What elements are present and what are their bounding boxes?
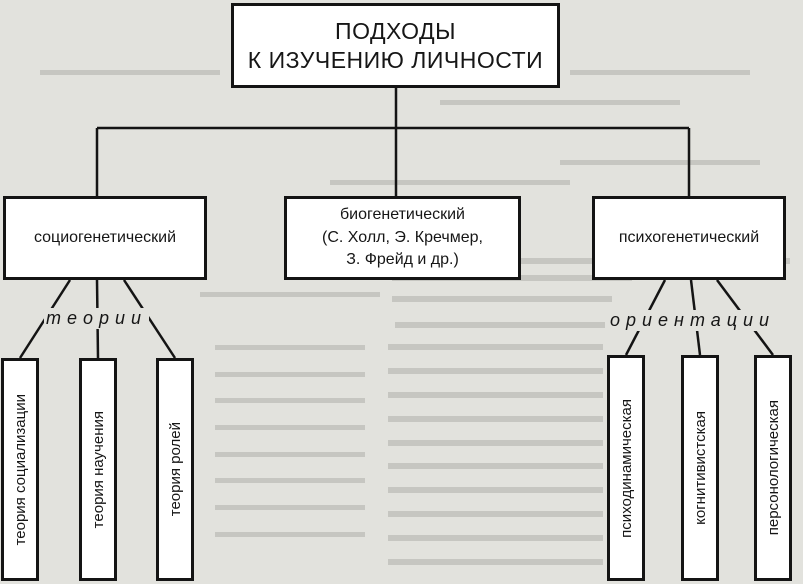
node-biogenetic: биогенетический (С. Холл, Э. Кречмер, З.… (284, 196, 521, 280)
node-psychogenetic-label: психогенетический (618, 229, 760, 246)
leaf-personological: персонологическая (754, 355, 792, 581)
leaf-psychodynamic: психодинамическая (607, 355, 645, 581)
node-biogenetic-line-1: биогенетический (340, 206, 465, 224)
root-title-line-2: К ИЗУЧЕНИЮ ЛИЧНОСТИ (247, 46, 544, 73)
leaf-theory-socialization: теория социализации (1, 358, 39, 581)
leaf-personological-label: персонологическая (764, 400, 782, 536)
leaf-theory-roles-label: теория ролей (166, 422, 184, 517)
leaf-psychodynamic-label: психодинамическая (617, 398, 635, 538)
node-psychogenetic: психогенетический (592, 196, 786, 280)
node-sociogenetic: социогенетический (3, 196, 207, 280)
root-node-approaches: ПОДХОДЫ К ИЗУЧЕНИЮ ЛИЧНОСТИ (231, 3, 560, 88)
leaf-cognitivist: когнитивистская (681, 355, 719, 581)
theories-group-label: теории (44, 308, 150, 329)
node-biogenetic-line-3: З. Фрейд и др.) (346, 251, 459, 269)
leaf-cognitivist-label: когнитивистская (691, 411, 709, 525)
orientations-group-label: ориентации (608, 310, 778, 331)
node-biogenetic-line-2: (С. Холл, Э. Кречмер, (322, 228, 483, 246)
leaf-theory-roles: теория ролей (156, 358, 194, 581)
leaf-theory-learning-label: теория научения (89, 410, 107, 529)
root-title-line-1: ПОДХОДЫ (335, 17, 456, 44)
leaf-theory-socialization-label: теория социализации (11, 393, 29, 546)
node-sociogenetic-label: социогенетический (33, 229, 177, 246)
leaf-theory-learning: теория научения (79, 358, 117, 581)
socio-to-theory-3 (122, 279, 177, 359)
